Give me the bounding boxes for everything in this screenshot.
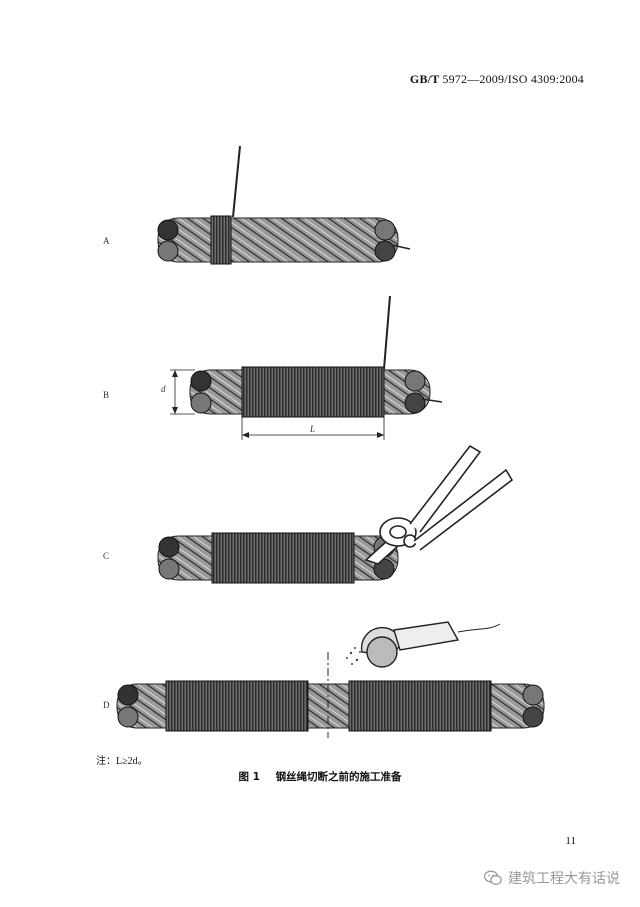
figure-caption: 图 1 钢丝绳切断之前的施工准备 (0, 769, 640, 784)
step-label-b: B (103, 390, 110, 400)
standard-code: 5972—2009/ISO 4309:2004 (442, 72, 584, 86)
watermark: 建筑工程大有话说 (484, 869, 620, 887)
standard-number: GB/T 5972—2009/ISO 4309:2004 (410, 72, 584, 87)
step-d-rope (116, 680, 545, 732)
wechat-icon (484, 870, 502, 885)
dimension-d-label: d (161, 384, 166, 394)
step-a-rope (157, 145, 411, 265)
wire-cutter-pliers (364, 444, 514, 565)
dimension-l-label: L (310, 424, 316, 434)
page-number: 11 (565, 835, 576, 847)
caption-title: 钢丝绳切断之前的施工准备 (275, 771, 402, 783)
step-c-rope (157, 532, 399, 584)
figure-note: 注：L≥2d。 (96, 756, 148, 767)
dimension-d (170, 369, 195, 415)
dimension-l (241, 417, 385, 440)
step-label-a: A (103, 236, 110, 246)
watermark-text: 建筑工程大有话说 (508, 871, 620, 887)
caption-number: 图 1 (238, 771, 260, 783)
angle-grinder (346, 621, 501, 668)
standard-prefix: GB/T (409, 72, 440, 86)
step-label-c: C (103, 551, 110, 561)
step-label-d: D (103, 700, 110, 710)
step-b-rope (189, 295, 443, 418)
